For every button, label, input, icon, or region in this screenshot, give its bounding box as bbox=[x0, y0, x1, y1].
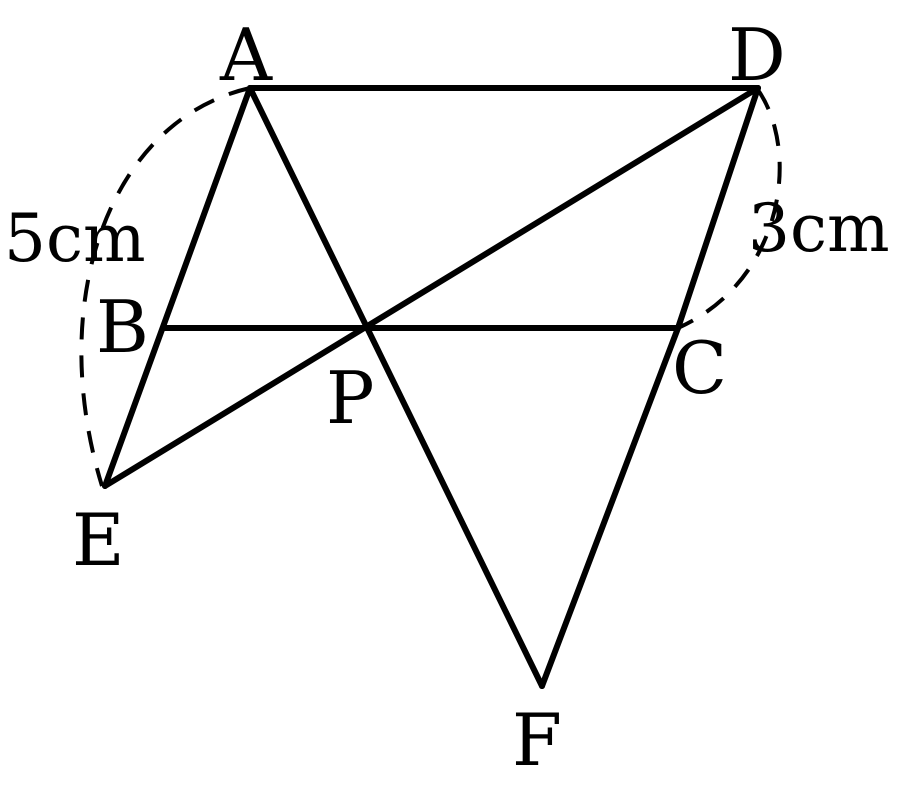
label-point-e: E bbox=[72, 498, 125, 582]
measurement-label-5cm: 5cm bbox=[4, 200, 146, 277]
label-point-a: A bbox=[219, 13, 273, 97]
label-point-d: D bbox=[728, 13, 786, 97]
segment-de bbox=[102, 85, 761, 489]
segment-cf bbox=[539, 325, 681, 689]
measurement-label-3cm: 3cm bbox=[748, 190, 890, 267]
label-point-f: F bbox=[512, 698, 562, 782]
dashed-arc-d-c bbox=[677, 88, 782, 330]
label-point-b: B bbox=[96, 285, 149, 369]
segment-af bbox=[247, 85, 545, 689]
dashed-arc-a-e bbox=[79, 86, 251, 487]
label-point-c: C bbox=[672, 326, 727, 410]
segment-ae bbox=[102, 85, 253, 489]
label-point-p: P bbox=[326, 356, 374, 440]
segment-dc bbox=[675, 85, 761, 331]
